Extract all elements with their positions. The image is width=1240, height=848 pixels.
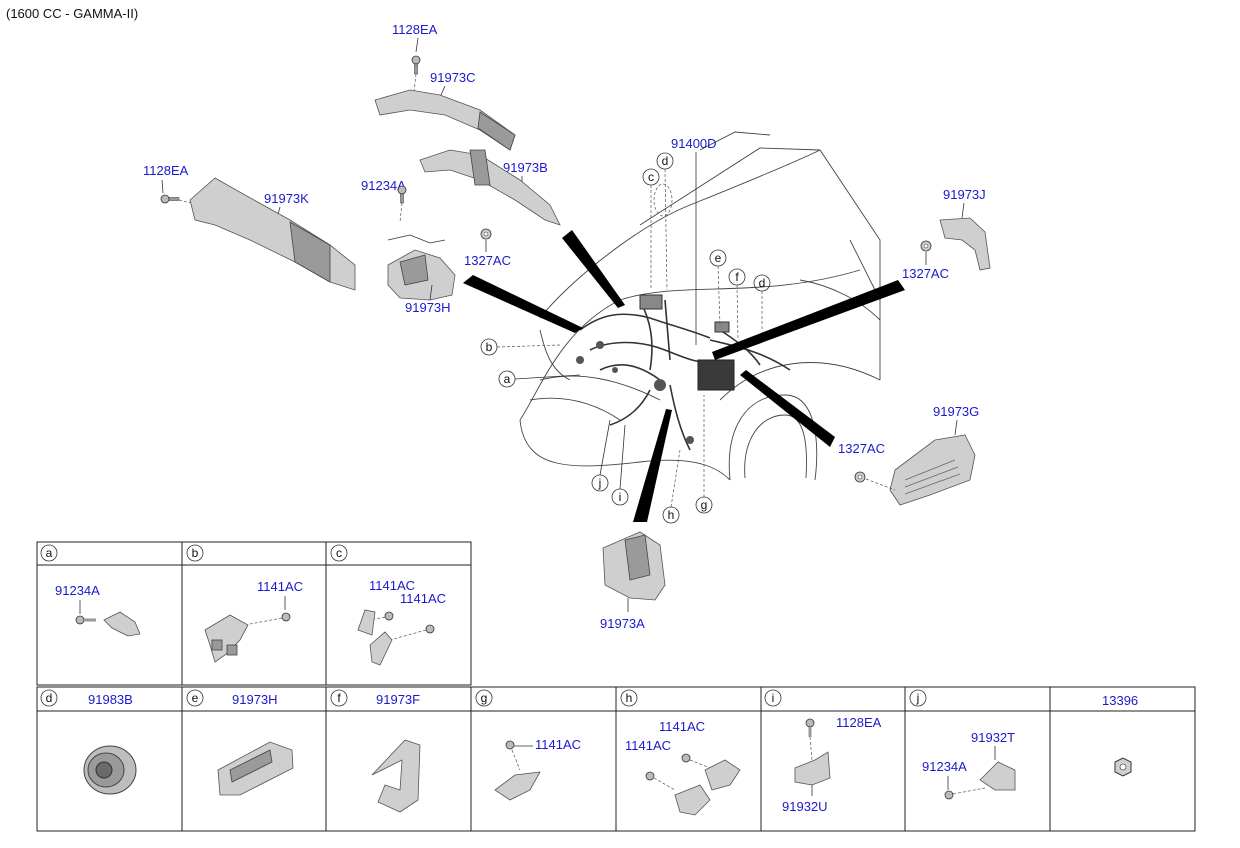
callout-letters: c d e f d b a j i h g	[480, 152, 771, 524]
cell-j-part-2: 91234A	[922, 759, 967, 774]
nut-icon	[480, 228, 492, 240]
cell-e-title: 91973H	[232, 692, 278, 707]
svg-text:h: h	[668, 508, 675, 522]
callout-1327AC-mid: 1327AC	[464, 253, 511, 268]
grommet-91983B	[83, 745, 137, 795]
bracket-91973F-detail	[371, 739, 421, 813]
cover-91973G	[889, 434, 976, 506]
svg-text:b: b	[486, 340, 493, 354]
svg-text:a: a	[504, 372, 511, 386]
cell-c-part-2: 1141AC	[400, 591, 446, 606]
cell-j-part-1: 91932T	[971, 730, 1015, 745]
callout-1327AC-right: 1327AC	[902, 266, 949, 281]
svg-text:d: d	[759, 276, 766, 290]
cell-b-part: 1141AC	[257, 579, 303, 594]
cell-13396-title: 13396	[1102, 693, 1138, 708]
svg-text:b: b	[192, 546, 199, 560]
detail-table-row-1: a b c	[36, 541, 472, 686]
callout-91973B: 91973B	[503, 160, 548, 175]
bracket-91973J	[939, 217, 991, 271]
bolt-icon	[411, 55, 421, 75]
bolt-icon	[160, 194, 180, 204]
callout-1327AC-low: 1327AC	[838, 441, 885, 456]
svg-text:e: e	[715, 251, 722, 265]
engine-header: (1600 CC - GAMMA-II)	[6, 6, 138, 21]
cell-d-title: 91983B	[88, 692, 133, 707]
cell-i-part-2: 91932U	[782, 799, 828, 814]
svg-text:d: d	[662, 154, 669, 168]
svg-text:j: j	[598, 476, 602, 490]
svg-text:f: f	[735, 270, 739, 284]
callout-91973H: 91973H	[405, 300, 451, 315]
nut-icon	[854, 471, 866, 483]
svg-text:f: f	[337, 691, 341, 705]
cell-c-part-1: 1141AC	[369, 578, 415, 593]
svg-text:h: h	[626, 691, 633, 705]
cell-h-part-2: 1141AC	[625, 738, 671, 753]
nut-13396	[1114, 757, 1132, 777]
cell-a-part: 91234A	[55, 583, 100, 598]
cell-h-part-1: 1141AC	[659, 719, 705, 734]
callout-91973K: 91973K	[264, 191, 309, 206]
detail-table-row-2: d e f g h i j	[36, 686, 1196, 832]
svg-text:g: g	[481, 691, 488, 705]
nut-icon	[920, 240, 932, 252]
callout-91973J: 91973J	[943, 187, 986, 202]
pointer-wedges	[463, 230, 905, 522]
svg-text:a: a	[46, 546, 53, 560]
callout-91973C: 91973C	[430, 70, 476, 85]
cell-g-part: 1141AC	[535, 737, 581, 752]
bolt-icon	[397, 185, 407, 204]
callout-1128EA-top: 1128EA	[392, 22, 438, 37]
engine-wiring-harness	[576, 294, 791, 451]
bracket-91973C	[374, 89, 516, 151]
callout-91973A: 91973A	[600, 616, 645, 631]
svg-text:j: j	[916, 691, 920, 705]
svg-text:i: i	[619, 490, 622, 504]
svg-text:g: g	[701, 498, 708, 512]
svg-text:i: i	[772, 691, 775, 705]
svg-text:c: c	[648, 170, 654, 184]
cell-f-title: 91973F	[376, 692, 420, 707]
svg-text:e: e	[192, 691, 199, 705]
svg-text:d: d	[46, 691, 53, 705]
car-body-outline	[519, 131, 881, 481]
svg-text:c: c	[336, 546, 342, 560]
callout-91234A: 91234A	[361, 178, 406, 193]
callout-91400D: 91400D	[671, 136, 717, 151]
callout-1128EA-left: 1128EA	[143, 163, 189, 178]
callout-91973G: 91973G	[933, 404, 979, 419]
cell-i-part-1: 1128EA	[836, 715, 882, 730]
